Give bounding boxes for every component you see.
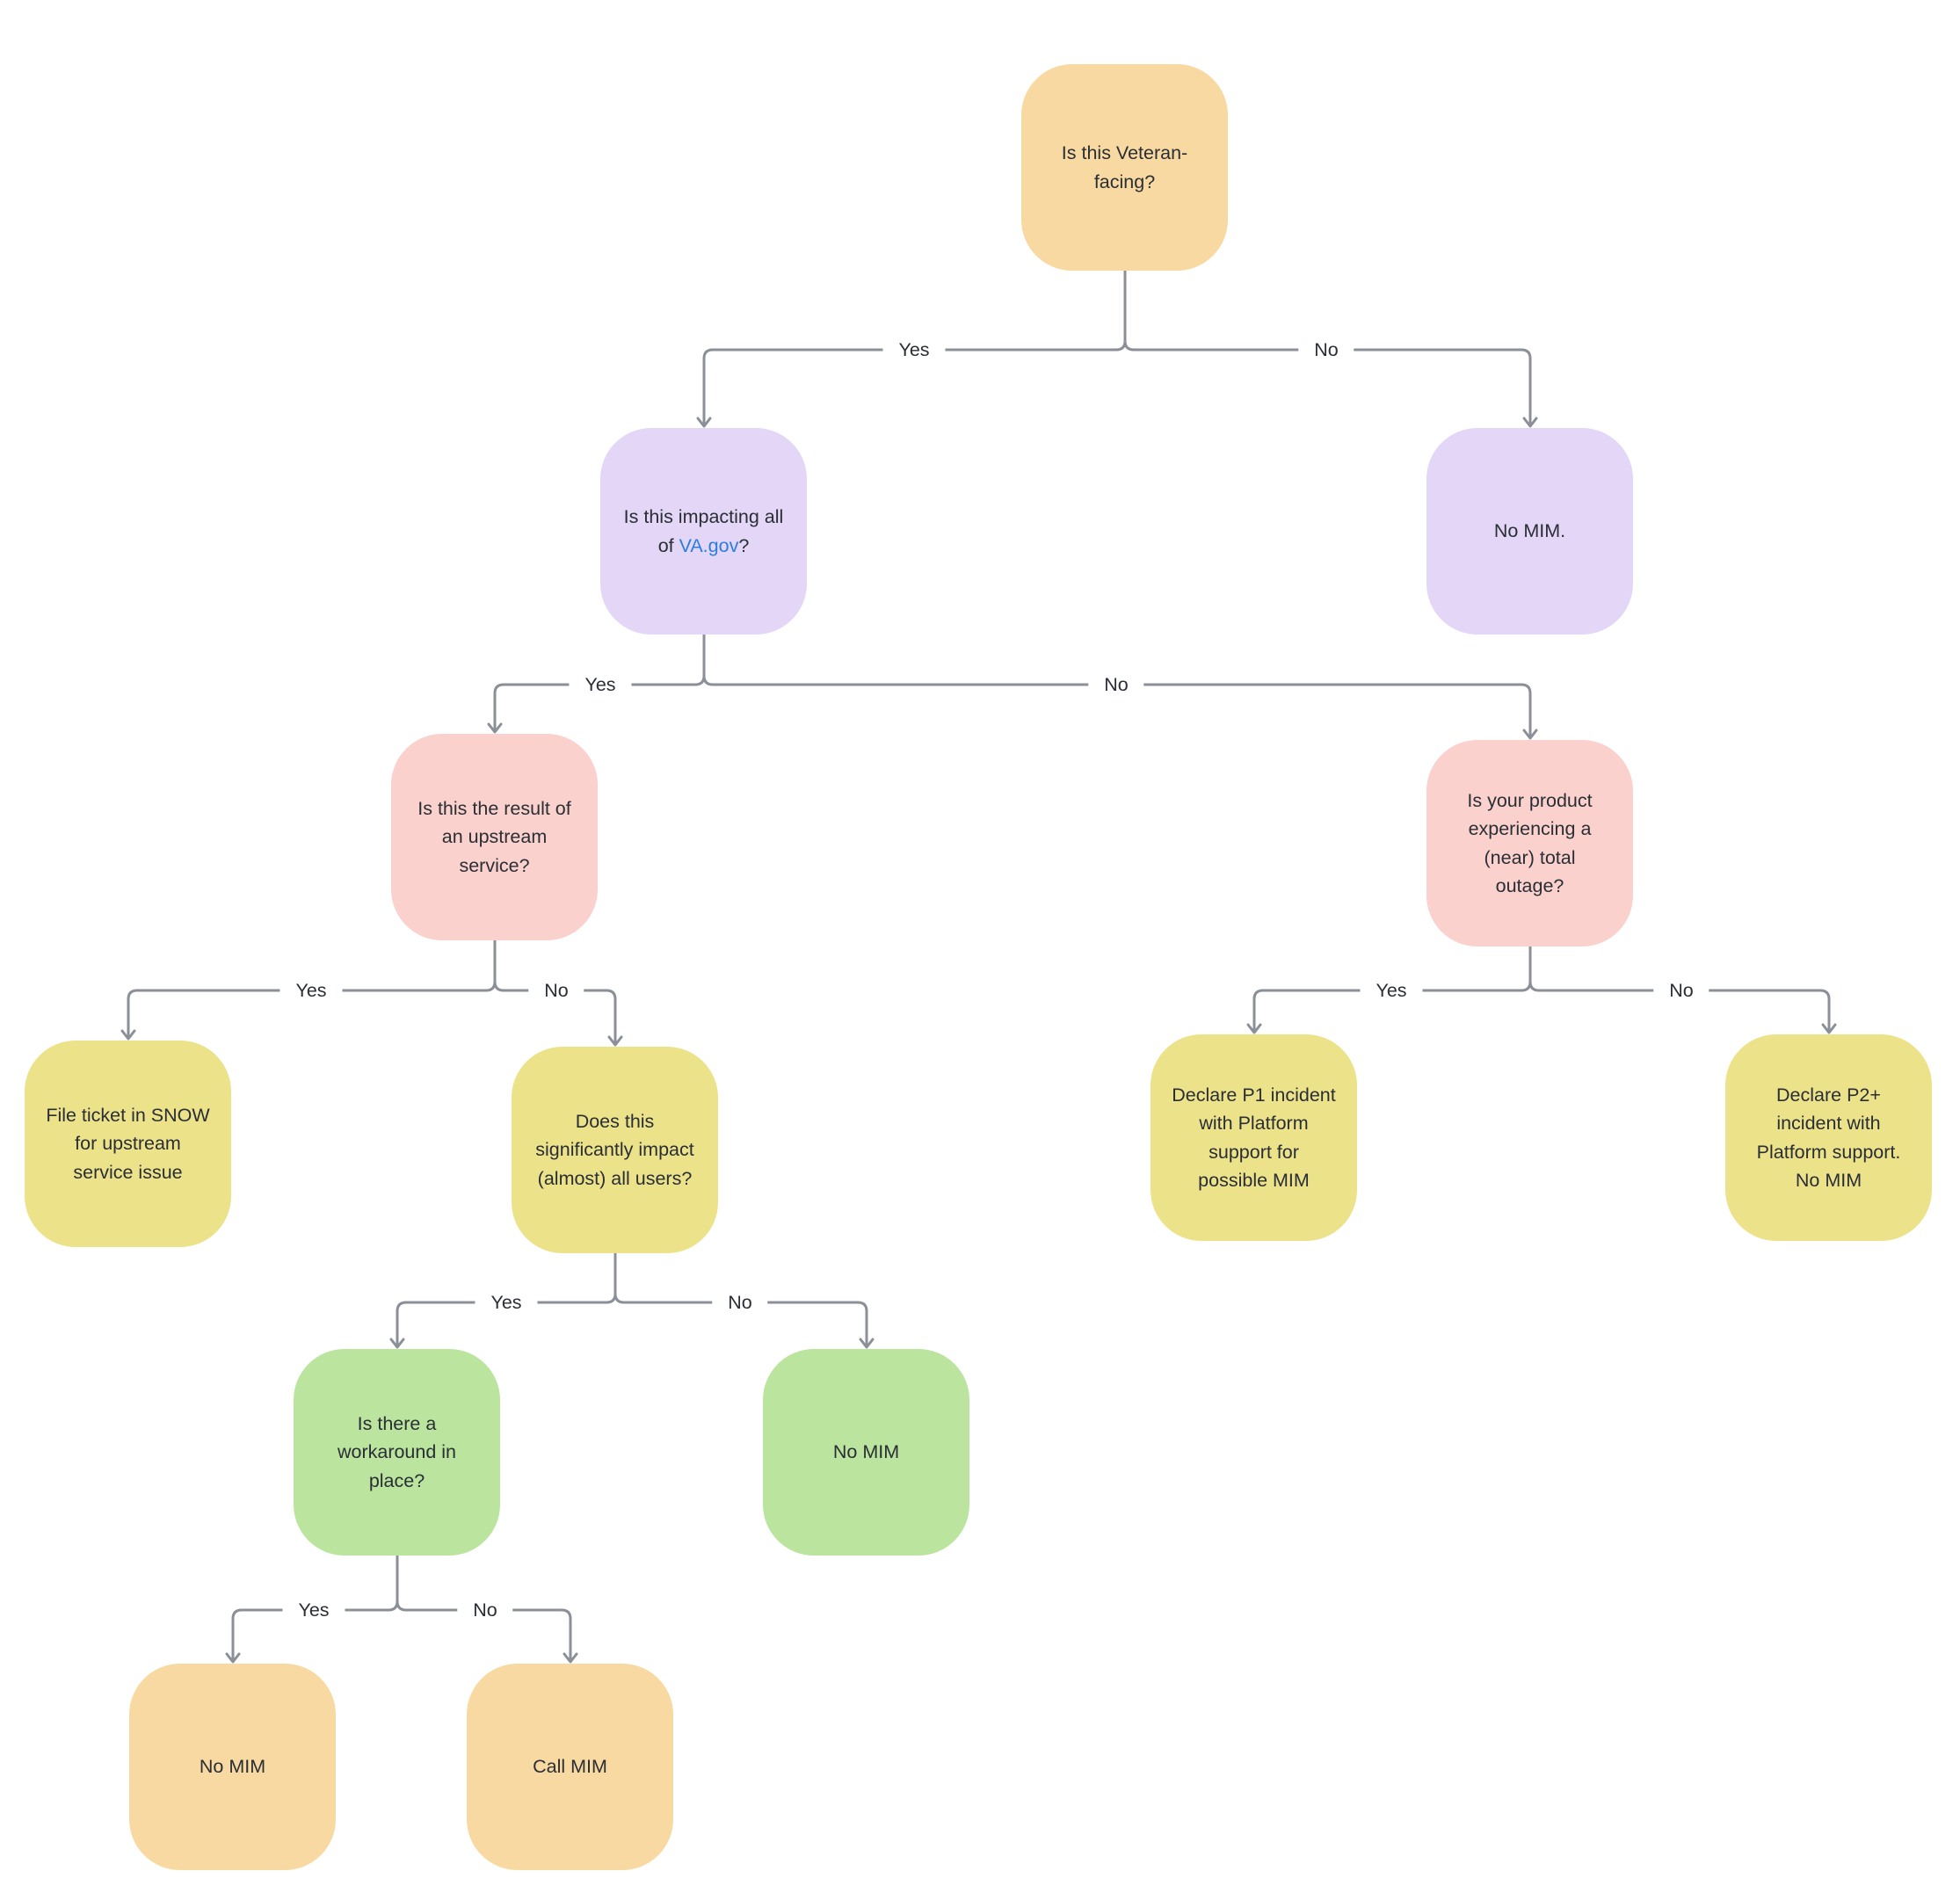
edge-label-veteran-no: No [1298, 334, 1354, 366]
edge-label-impacting-no: No [1088, 669, 1144, 700]
node-no-mim-workaround: No MIM [129, 1664, 336, 1870]
edge-label-outage-no: No [1653, 975, 1710, 1006]
edge-label-workaround-yes: Yes [282, 1594, 345, 1626]
edge-label-upstream-no: No [528, 975, 584, 1006]
edge-label-impacting-yes: Yes [569, 669, 632, 700]
node-declare-p1: Declare P1 incident with Platform suppor… [1151, 1034, 1357, 1241]
node-file-ticket-snow: File ticket in SNOW for upstream service… [25, 1041, 231, 1247]
node-label: Declare P1 incident with Platform suppor… [1172, 1084, 1336, 1191]
node-call-mim: Call MIM [467, 1664, 673, 1870]
node-label: Is there a workaround in place? [337, 1413, 457, 1491]
node-no-mim-minor-impact: No MIM [763, 1349, 969, 1556]
node-label: Is this impacting all of VA.gov? [621, 503, 786, 560]
edge-label-workaround-no: No [457, 1594, 513, 1626]
node-label: Is this Veteran-facing? [1061, 142, 1188, 192]
node-text-before: Is this impacting all of [623, 506, 784, 556]
node-label: Call MIM [533, 1756, 607, 1778]
node-label: Does this significantly impact (almost) … [535, 1111, 694, 1189]
node-label: Is your product experiencing a (near) to… [1467, 790, 1593, 896]
edge-label-impact-yes: Yes [475, 1287, 538, 1318]
node-no-mim-not-veteran: No MIM. [1426, 428, 1633, 635]
node-label: No MIM. [1493, 520, 1566, 542]
node-veteran-facing: Is this Veteran-facing? [1021, 64, 1228, 271]
edge-label-veteran-yes: Yes [882, 334, 946, 366]
node-label: File ticket in SNOW for upstream service… [46, 1105, 210, 1183]
node-label: Declare P2+ incident with Platform suppo… [1756, 1084, 1901, 1191]
edge-label-impact-no: No [712, 1287, 768, 1318]
node-declare-p2: Declare P2+ incident with Platform suppo… [1725, 1034, 1932, 1241]
edge-label-outage-yes: Yes [1360, 975, 1423, 1006]
node-total-outage: Is your product experiencing a (near) to… [1426, 740, 1633, 947]
node-label: No MIM [832, 1441, 900, 1463]
node-label: Is this the result of an upstream servic… [417, 798, 571, 876]
va-gov-link[interactable]: VA.gov [679, 534, 739, 556]
node-impacting-all-vagov: Is this impacting all of VA.gov? [600, 428, 807, 635]
node-upstream-service: Is this the result of an upstream servic… [391, 734, 598, 940]
node-workaround: Is there a workaround in place? [294, 1349, 500, 1556]
node-significant-impact: Does this significantly impact (almost) … [512, 1047, 718, 1253]
node-label: No MIM [199, 1756, 266, 1778]
node-text-after: ? [738, 534, 750, 556]
edge-label-upstream-yes: Yes [279, 975, 343, 1006]
